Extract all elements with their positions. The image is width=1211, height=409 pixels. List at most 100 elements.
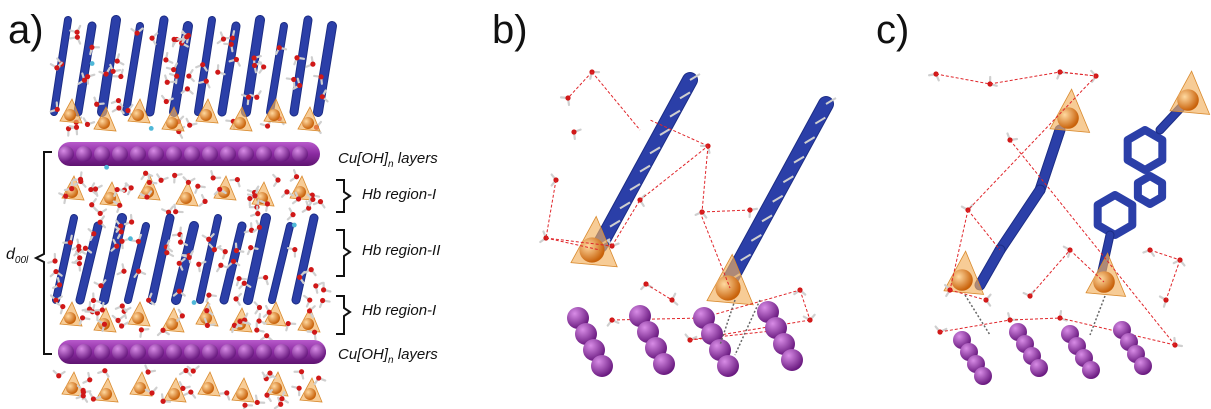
water-oxygen xyxy=(231,322,238,328)
layer-atom xyxy=(717,355,739,377)
water-oxygen xyxy=(60,303,66,310)
hb-region-1-top-label: Hb region-I xyxy=(362,186,437,203)
water-oxygen xyxy=(160,398,166,404)
water-oxygen xyxy=(233,56,240,63)
water-oxygen xyxy=(73,124,80,130)
water-oxygen xyxy=(290,212,296,218)
water-oxygen xyxy=(99,307,105,313)
linker-h xyxy=(619,201,631,210)
water-oxygen xyxy=(204,322,210,329)
layer-atom xyxy=(238,146,254,162)
water-oxygen xyxy=(251,55,257,61)
water-oxygen xyxy=(224,390,230,396)
layer-atom xyxy=(148,344,164,360)
water-oxygen xyxy=(210,175,216,181)
water-oxygen xyxy=(310,61,316,67)
bottom-layer-main: Cu[OH] xyxy=(338,346,389,363)
linker-h xyxy=(825,97,837,105)
hb-region-2-bracket xyxy=(336,229,352,277)
cu-atom xyxy=(951,269,973,291)
water-oxygen xyxy=(217,186,223,192)
water-oxygen xyxy=(56,373,62,379)
top-layer-tail: layers xyxy=(393,150,438,167)
layer-atom xyxy=(274,146,290,162)
water-oxygen xyxy=(163,98,169,105)
cu-atom xyxy=(132,109,144,121)
water-oxygen xyxy=(87,377,93,383)
hb-region-1-bottom-bracket xyxy=(336,295,352,335)
linker-ribbon xyxy=(76,222,102,304)
water-oxygen xyxy=(317,199,324,205)
d00l-main: d xyxy=(6,246,15,263)
hydrogen-bond xyxy=(939,319,1011,333)
water-oxygen xyxy=(90,396,97,402)
cu-atom xyxy=(302,117,314,129)
cu-atom xyxy=(202,382,214,394)
water-oxygen xyxy=(119,323,125,329)
hb-region-2-label: Hb region-II xyxy=(362,242,441,259)
cu-atom xyxy=(304,388,316,400)
hb-region-1-bottom-label: Hb region-I xyxy=(362,302,437,319)
water-oxygen xyxy=(146,179,153,186)
layer-atom xyxy=(202,344,218,360)
hb-region-1-top-bracket xyxy=(336,179,352,213)
layer-atom xyxy=(1030,359,1048,377)
water-oxygen xyxy=(164,250,170,256)
water-oxygen xyxy=(294,55,300,61)
water-oxygen xyxy=(117,202,123,208)
linker-ribbon xyxy=(74,22,96,116)
water-oxygen xyxy=(74,34,80,40)
layer-atom xyxy=(130,146,146,162)
water-oxygen xyxy=(203,78,209,84)
bottom-layer-tail: layers xyxy=(393,346,438,363)
hydrogen-bond xyxy=(611,199,641,247)
water-oxygen xyxy=(292,246,298,253)
aromatic-ring xyxy=(1123,126,1167,174)
ion xyxy=(291,222,297,228)
water-oxygen xyxy=(54,106,60,113)
water-oxygen xyxy=(119,303,125,309)
water-oxygen xyxy=(80,389,86,395)
water-oxygen xyxy=(284,189,290,195)
water-oxygen xyxy=(180,385,186,391)
water-oxygen xyxy=(291,76,297,83)
water-oxygen xyxy=(129,219,135,225)
water-oxygen xyxy=(84,121,91,127)
layer-atom xyxy=(310,344,326,360)
water-oxygen xyxy=(293,174,300,180)
water-oxygen xyxy=(69,186,75,192)
hydrogen-bond xyxy=(989,71,1061,85)
hydrogen-bond xyxy=(591,71,641,131)
water-oxygen xyxy=(76,243,82,250)
water-oxygen xyxy=(230,258,237,264)
water-oxygen xyxy=(53,297,59,303)
water-oxygen xyxy=(143,170,149,176)
water-oxygen xyxy=(89,44,95,50)
water-oxygen xyxy=(179,313,185,319)
water-oxygen xyxy=(176,260,182,266)
linker-h xyxy=(659,128,671,136)
hydrogen-bond xyxy=(799,289,811,321)
layer-atom xyxy=(112,344,128,360)
cu-atom xyxy=(268,109,280,121)
layer-atom xyxy=(58,344,74,360)
panel-b-structure xyxy=(539,69,837,377)
linker-h xyxy=(679,91,691,100)
water-oxygen xyxy=(571,129,577,135)
water-oxygen xyxy=(247,195,253,202)
cu-atom xyxy=(166,318,178,330)
water-oxygen xyxy=(241,280,247,286)
water-oxygen xyxy=(202,198,208,204)
water-oxygen xyxy=(128,185,134,191)
bottom-layer-label: Cu[OH]n layers xyxy=(338,346,438,366)
water-oxygen xyxy=(285,320,291,327)
water-oxygen xyxy=(204,308,210,314)
water-oxygen xyxy=(138,327,144,333)
water-oxygen xyxy=(275,177,281,183)
water-oxygen xyxy=(121,268,127,274)
layer-atom xyxy=(184,344,200,360)
hydrogen-bond xyxy=(545,179,557,239)
layer-atom xyxy=(202,146,218,162)
ion xyxy=(128,236,133,242)
water-oxygen xyxy=(145,369,151,375)
